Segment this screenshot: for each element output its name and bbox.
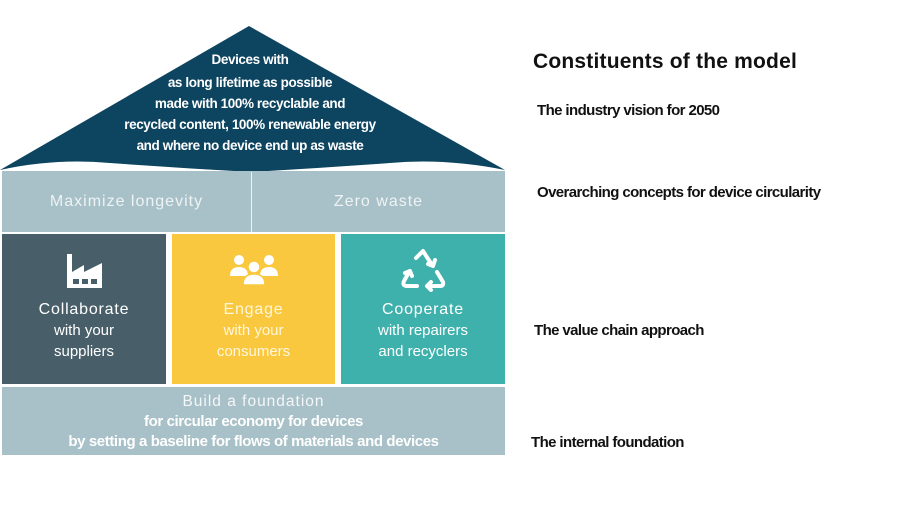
- tile-subtitle: suppliers: [53, 343, 115, 360]
- concept-maximize-longevity: Maximize longevity: [2, 171, 251, 232]
- tile-title: Cooperate: [382, 301, 464, 318]
- recycle-icon: [399, 249, 447, 292]
- tile-engage-consumers: Engage with your consumers: [172, 234, 335, 384]
- legend-item-vision: The industry vision for 2050: [537, 102, 720, 119]
- tile-collaborate-suppliers: Collaborate with your suppliers: [2, 234, 166, 384]
- factory-icon: [64, 250, 104, 290]
- foundation-block: Build a foundation for circular economy …: [2, 387, 505, 455]
- tile-cooperate-recyclers: Cooperate with repairers and recyclers: [341, 234, 505, 384]
- concept-label: Zero waste: [333, 192, 424, 210]
- foundation-title: Build a foundation: [182, 393, 325, 410]
- vision-line: recycled content, 100% renewable energy: [124, 117, 376, 132]
- tile-subtitle: and recyclers: [378, 343, 468, 360]
- tile-title: Collaborate: [38, 301, 130, 318]
- vision-statement: Devices with as long lifetime as possibl…: [60, 48, 440, 156]
- vision-line: as long lifetime as possible: [167, 75, 333, 90]
- legend-item-value-chain: The value chain approach: [534, 322, 704, 339]
- roof-shape: [0, 26, 505, 172]
- tile-subtitle: with repairers: [377, 322, 469, 339]
- vision-line: made with 100% recyclable and: [154, 96, 346, 111]
- tile-subtitle: with your: [223, 322, 284, 339]
- vision-line: Devices with: [211, 52, 289, 67]
- legend-item-concepts: Overarching concepts for device circular…: [537, 184, 821, 201]
- tile-subtitle: with your: [53, 322, 115, 339]
- concept-label: Maximize longevity: [49, 192, 204, 210]
- concept-zero-waste: Zero waste: [252, 171, 505, 232]
- tile-subtitle: consumers: [216, 343, 291, 360]
- legend-title: Constituents of the model: [533, 50, 797, 73]
- tile-title: Engage: [223, 301, 284, 318]
- people-group-icon: [228, 250, 280, 290]
- legend-item-foundation: The internal foundation: [531, 434, 684, 451]
- foundation-line: by setting a baseline for flows of mater…: [68, 433, 439, 450]
- vision-line: and where no device end up as waste: [136, 138, 364, 153]
- foundation-line: for circular economy for devices: [144, 413, 363, 430]
